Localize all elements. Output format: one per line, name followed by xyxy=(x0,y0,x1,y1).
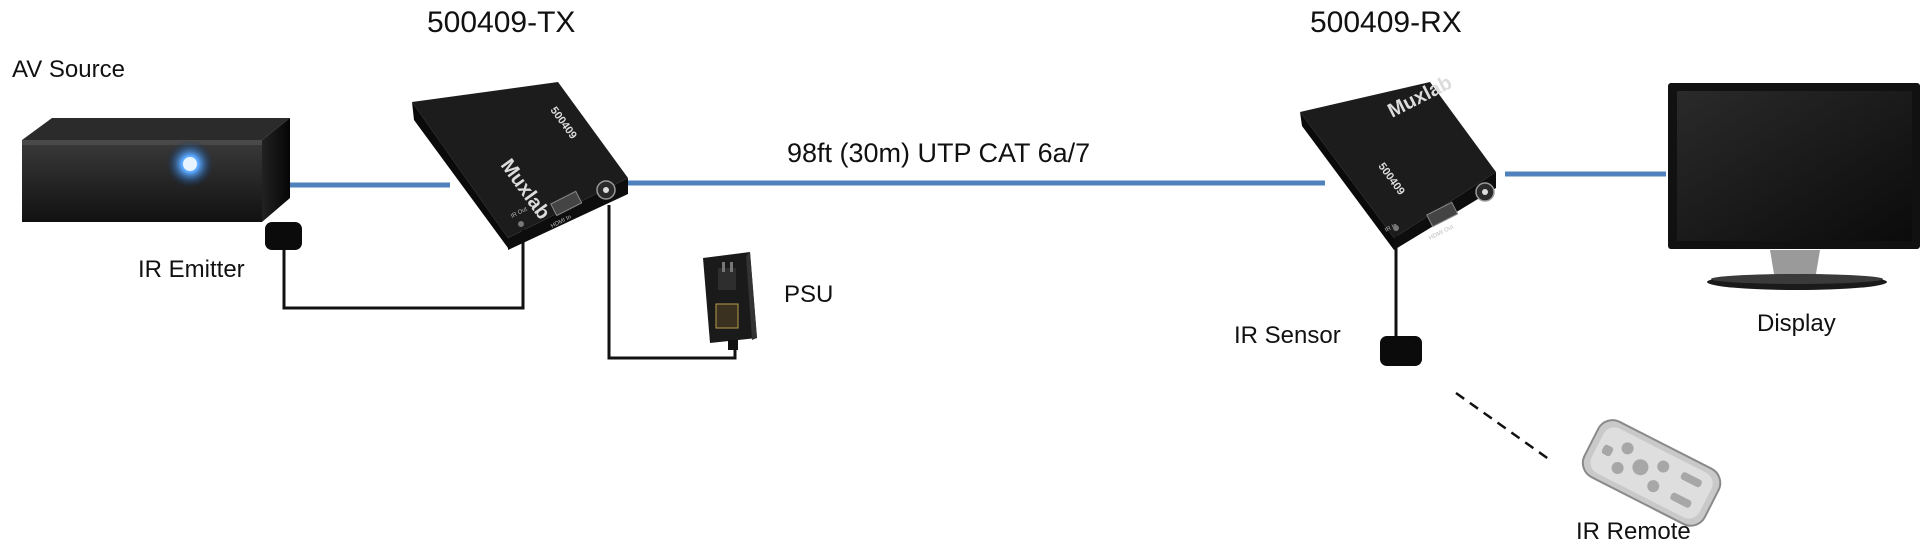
rx-title: 500409-RX xyxy=(1310,6,1462,39)
cable-lines xyxy=(286,171,1666,188)
tx-device: Muxlab 500409 HDMI In IR Out xyxy=(412,82,628,250)
display-label: Display xyxy=(1757,310,1836,337)
tx-ir-jack xyxy=(518,221,524,227)
psu-wire xyxy=(607,205,737,360)
rx-ir-label: IR In xyxy=(1384,223,1398,234)
ir-emitter-icon xyxy=(265,222,302,250)
av-source-device xyxy=(22,118,290,222)
av-source-label: AV Source xyxy=(12,56,125,83)
rx-ir-jack xyxy=(1393,225,1399,231)
rx-device: Muxlab 500409 HDMI Out IR In xyxy=(1300,72,1496,250)
display-monitor xyxy=(1668,83,1920,290)
tx-hdmi-port xyxy=(550,190,583,217)
wires xyxy=(282,205,1551,462)
ir-emitter-label: IR Emitter xyxy=(138,256,245,283)
ir-sensor-icon xyxy=(1380,336,1422,366)
psu-device xyxy=(703,252,757,350)
psu-label: PSU xyxy=(784,281,834,308)
ir-emitter-wire xyxy=(282,222,525,310)
rx-hdmi-label: HDMI Out xyxy=(1428,224,1455,242)
ir-remote-label: IR Remote xyxy=(1576,518,1691,545)
ir-remote-device xyxy=(1581,419,1722,527)
tx-title: 500409-TX xyxy=(427,6,576,39)
ir-sensor-label: IR Sensor xyxy=(1234,322,1341,349)
rx-hdmi-port xyxy=(1426,201,1459,228)
ir-signal-dashed xyxy=(1455,391,1551,462)
cable-label: 98ft (30m) UTP CAT 6a/7 xyxy=(787,138,1091,168)
